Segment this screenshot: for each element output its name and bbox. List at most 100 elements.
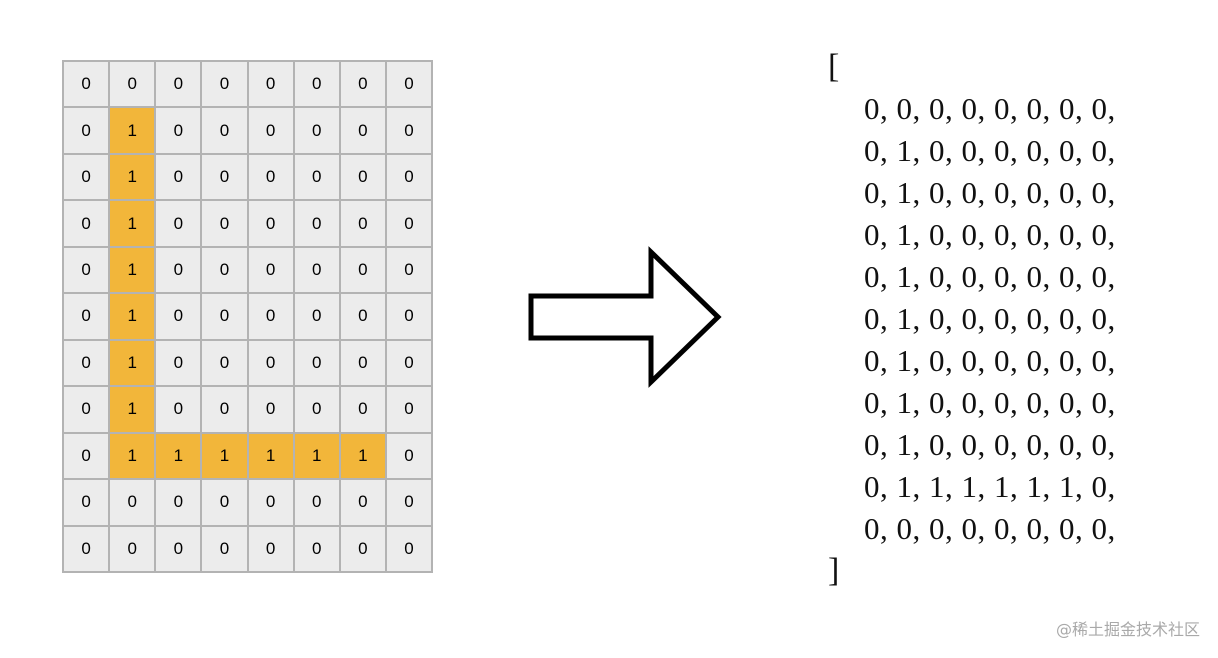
grid-cell: 0 xyxy=(294,340,339,386)
arrow-shape xyxy=(528,246,722,388)
grid-cell: 0 xyxy=(294,526,339,571)
grid-cell: 0 xyxy=(156,154,201,200)
matrix-row: 0, 1, 0, 0, 0, 0, 0, 0, xyxy=(864,427,1116,462)
grid-cell: 0 xyxy=(64,108,109,153)
grid-cell: 0 xyxy=(340,387,385,432)
grid-cell: 0 xyxy=(340,247,385,293)
matrix-row: 0, 1, 1, 1, 1, 1, 1, 0, xyxy=(864,469,1116,504)
grid-cell: 1 xyxy=(110,387,155,432)
grid-cell: 0 xyxy=(248,526,293,571)
matrix-row: 0, 1, 0, 0, 0, 0, 0, 0, xyxy=(864,259,1116,294)
grid-cell: 0 xyxy=(202,201,247,246)
grid-cell: 0 xyxy=(248,108,293,153)
open-bracket: [ xyxy=(828,48,840,85)
matrix-rows: 0, 0, 0, 0, 0, 0, 0, 0, 0, 1, 0, 0, 0, 0,… xyxy=(828,88,1188,550)
matrix-row: 0, 1, 0, 0, 0, 0, 0, 0, xyxy=(864,175,1116,210)
grid-cell: 0 xyxy=(110,480,155,525)
grid-cell: 0 xyxy=(294,247,339,293)
grid-cell: 0 xyxy=(386,62,431,107)
grid-cell: 0 xyxy=(294,294,339,339)
grid-cell: 0 xyxy=(386,526,431,571)
grid-cell: 0 xyxy=(202,340,247,386)
grid-cell: 0 xyxy=(156,108,201,153)
grid-cell: 0 xyxy=(386,294,431,339)
grid-cell: 0 xyxy=(340,108,385,153)
grid-cell: 0 xyxy=(110,62,155,107)
grid-cell: 0 xyxy=(64,387,109,432)
grid-cell: 1 xyxy=(110,201,155,246)
grid-cell: 0 xyxy=(202,294,247,339)
grid-cell: 0 xyxy=(386,247,431,293)
grid-cell: 0 xyxy=(202,62,247,107)
grid-cell: 0 xyxy=(110,526,155,571)
watermark-text: @稀土掘金技术社区 xyxy=(1055,620,1200,639)
grid-cell: 1 xyxy=(110,340,155,386)
grid-cell: 1 xyxy=(110,294,155,339)
grid-cell: 0 xyxy=(248,154,293,200)
grid-cell: 0 xyxy=(156,526,201,571)
grid-cell: 0 xyxy=(156,387,201,432)
grid-cell: 0 xyxy=(340,201,385,246)
grid-cell: 0 xyxy=(248,480,293,525)
grid-cell: 0 xyxy=(202,480,247,525)
matrix-row: 0, 1, 0, 0, 0, 0, 0, 0, xyxy=(864,385,1116,420)
grid-cell: 0 xyxy=(294,387,339,432)
grid-cell: 0 xyxy=(294,201,339,246)
grid-cell: 1 xyxy=(294,433,339,479)
grid-cell: 1 xyxy=(340,433,385,479)
grid-cell: 1 xyxy=(248,433,293,479)
grid-cell: 0 xyxy=(64,480,109,525)
grid-cell: 1 xyxy=(156,433,201,479)
grid-cell: 0 xyxy=(386,480,431,525)
grid-cell: 1 xyxy=(110,247,155,293)
close-bracket: ] xyxy=(828,552,840,589)
grid-cell: 1 xyxy=(110,433,155,479)
matrix-array-text: [ 0, 0, 0, 0, 0, 0, 0, 0, 0, 1, 0, 0, 0, … xyxy=(828,46,1188,592)
grid-cell: 0 xyxy=(64,526,109,571)
grid-cell: 0 xyxy=(294,62,339,107)
grid-cell: 0 xyxy=(202,526,247,571)
grid-cell: 0 xyxy=(156,480,201,525)
grid-cell: 0 xyxy=(156,62,201,107)
grid-cell: 0 xyxy=(156,294,201,339)
grid-cell: 0 xyxy=(340,480,385,525)
grid-cell: 0 xyxy=(248,387,293,432)
grid-cell: 0 xyxy=(340,154,385,200)
right-arrow-icon xyxy=(528,246,722,388)
grid-cell: 0 xyxy=(248,247,293,293)
grid-cell: 0 xyxy=(64,340,109,386)
grid-cell: 0 xyxy=(386,433,431,479)
grid-cell: 1 xyxy=(110,108,155,153)
grid-cell: 0 xyxy=(64,247,109,293)
grid-cell: 0 xyxy=(248,340,293,386)
grid-cell: 0 xyxy=(202,108,247,153)
grid-cell: 0 xyxy=(248,294,293,339)
grid-cell: 0 xyxy=(156,340,201,386)
grid-cell: 0 xyxy=(64,62,109,107)
grid-cell: 0 xyxy=(386,108,431,153)
grid-cell: 0 xyxy=(202,387,247,432)
grid-cell: 0 xyxy=(248,201,293,246)
grid-cell: 0 xyxy=(294,480,339,525)
grid-cell: 0 xyxy=(294,108,339,153)
grid-cell: 0 xyxy=(64,201,109,246)
grid-cell: 0 xyxy=(294,154,339,200)
grid-cell: 0 xyxy=(340,340,385,386)
grid-cell: 0 xyxy=(156,247,201,293)
grid-cell: 0 xyxy=(64,154,109,200)
grid-cell: 1 xyxy=(202,433,247,479)
grid-cell: 0 xyxy=(340,294,385,339)
matrix-row: 0, 1, 0, 0, 0, 0, 0, 0, xyxy=(864,343,1116,378)
grid-cell: 0 xyxy=(386,387,431,432)
grid-cell: 0 xyxy=(64,294,109,339)
grid-cell: 0 xyxy=(386,154,431,200)
matrix-row: 0, 1, 0, 0, 0, 0, 0, 0, xyxy=(864,217,1116,252)
grid-cell: 0 xyxy=(248,62,293,107)
grid-cell: 0 xyxy=(156,201,201,246)
grid-cell: 0 xyxy=(340,526,385,571)
matrix-row: 0, 1, 0, 0, 0, 0, 0, 0, xyxy=(864,301,1116,336)
matrix-row: 0, 0, 0, 0, 0, 0, 0, 0, xyxy=(864,511,1116,546)
grid-cell: 0 xyxy=(202,247,247,293)
grid-cell: 0 xyxy=(386,340,431,386)
